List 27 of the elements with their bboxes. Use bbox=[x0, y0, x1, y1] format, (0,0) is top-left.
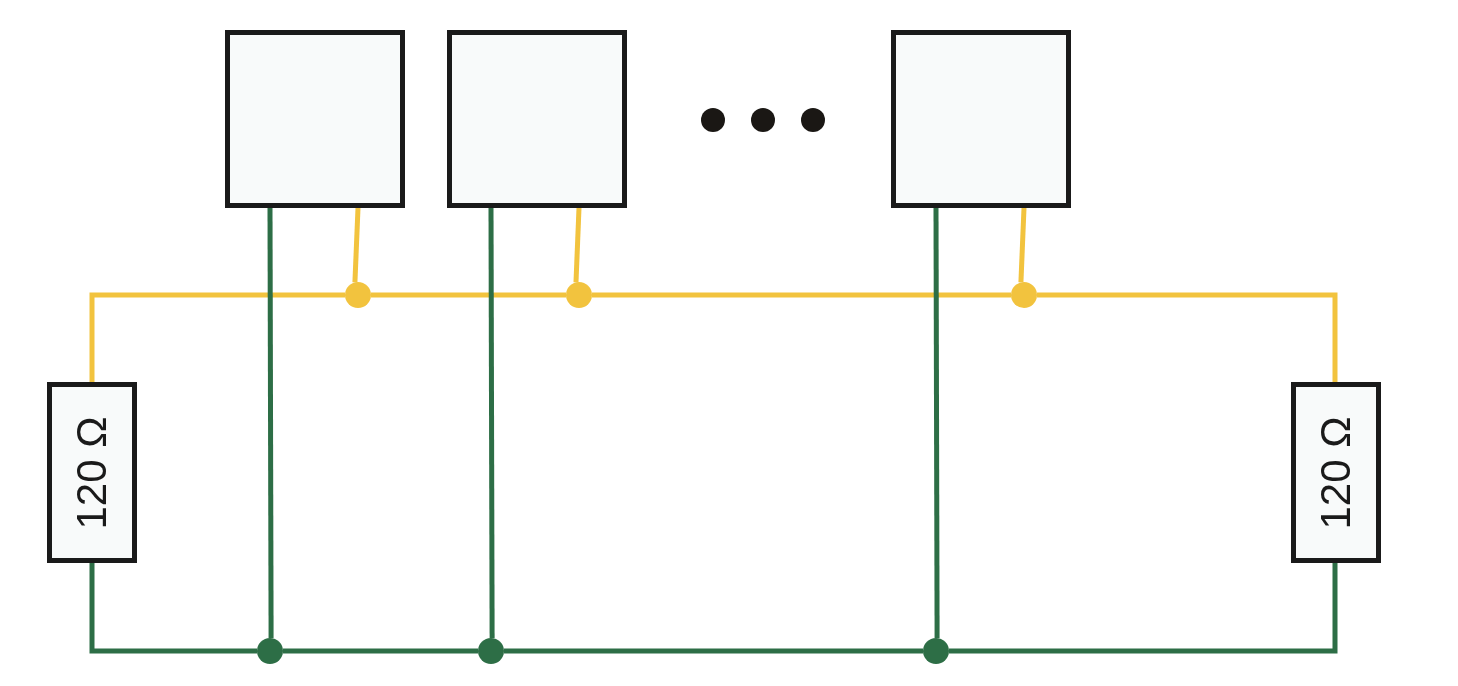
resistance-value: 120 Ω bbox=[1312, 415, 1360, 530]
resistance-value: 120 Ω bbox=[68, 415, 116, 530]
wire bbox=[488, 208, 495, 639]
wire bbox=[504, 648, 923, 654]
wire bbox=[371, 292, 566, 298]
wire bbox=[573, 207, 582, 283]
junction-dot bbox=[257, 638, 283, 664]
junction-dot bbox=[478, 638, 504, 664]
wire bbox=[267, 208, 274, 639]
wire bbox=[1018, 207, 1027, 283]
wire bbox=[933, 208, 940, 639]
resistor-symbol bbox=[47, 382, 137, 563]
junction-dot bbox=[566, 282, 592, 308]
wire bbox=[89, 563, 257, 654]
device-box bbox=[447, 30, 627, 208]
wire bbox=[1037, 292, 1338, 382]
resistor-symbol bbox=[1291, 382, 1381, 563]
wire bbox=[352, 207, 361, 283]
junction-dot bbox=[345, 282, 371, 308]
device-box bbox=[891, 30, 1071, 208]
wire bbox=[283, 648, 478, 654]
junction-dot bbox=[1011, 282, 1037, 308]
junction-dot bbox=[923, 638, 949, 664]
device-box bbox=[225, 30, 405, 208]
wire bbox=[89, 292, 345, 382]
wire bbox=[949, 563, 1338, 654]
wire bbox=[592, 292, 1011, 298]
